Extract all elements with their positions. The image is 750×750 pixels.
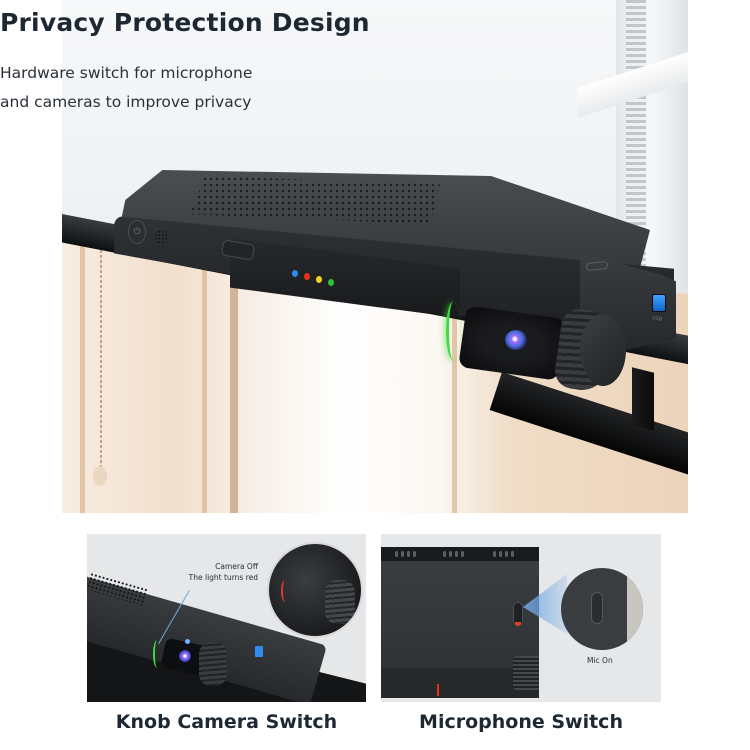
zoom-detail-circle xyxy=(561,568,643,650)
camera-knob-face xyxy=(580,314,626,386)
red-status-ring xyxy=(281,580,289,602)
curtain-stripe xyxy=(202,240,207,513)
vent-slot xyxy=(499,551,502,557)
webcam-device: ⏻ USB xyxy=(110,170,676,431)
microphone-holes-icon xyxy=(154,230,168,244)
vent-slot xyxy=(461,551,464,557)
led-yellow-icon xyxy=(316,276,322,283)
mic-switch-red-indicator xyxy=(515,622,521,626)
camera-status-ring xyxy=(153,640,161,668)
camera-knob xyxy=(325,580,355,624)
device-vents xyxy=(381,547,539,561)
zoom-detail-circle xyxy=(267,542,363,638)
red-indicator-line xyxy=(437,684,439,696)
mic-switch xyxy=(591,592,603,624)
vent-slot xyxy=(455,551,458,557)
power-icon: ⏻ xyxy=(128,220,146,244)
subtitle-line-1: Hardware switch for microphone xyxy=(0,64,253,82)
curtain-stripe xyxy=(452,240,457,513)
caption-microphone-switch: Microphone Switch xyxy=(419,711,623,733)
vent-slot xyxy=(395,551,398,557)
camera-status-ring xyxy=(446,302,460,360)
callout-anchor-dot xyxy=(185,639,190,644)
vent-slot xyxy=(401,551,404,557)
speaker-grille xyxy=(190,176,440,224)
curtain-stripe xyxy=(80,240,85,513)
camera-knob xyxy=(199,642,227,686)
vent-slot xyxy=(449,551,452,557)
subtitle-line-2: and cameras to improve privacy xyxy=(0,93,252,111)
camera-knob xyxy=(513,656,539,690)
knob-camera-switch-panel: Camera Off The light turns red xyxy=(87,534,366,702)
callout-camera-off: Camera Off xyxy=(215,562,258,571)
led-blue-icon xyxy=(292,270,298,277)
camera-lens-icon xyxy=(505,330,527,350)
vent-slot xyxy=(407,551,410,557)
vent-slot xyxy=(413,551,416,557)
vent-slot xyxy=(443,551,446,557)
led-green-icon xyxy=(328,279,334,286)
mounting-clip xyxy=(632,367,654,431)
blind-cord xyxy=(100,250,102,470)
curtain-stripe xyxy=(230,240,238,513)
caption-knob-camera-switch: Knob Camera Switch xyxy=(115,711,338,733)
blind-cord-bead xyxy=(93,466,107,486)
microphone-switch-panel: Mic On xyxy=(381,534,661,702)
page-title: Privacy Protection Design xyxy=(0,8,370,37)
callout-mic-on: Mic On xyxy=(587,656,613,665)
callout-light-red: The light turns red xyxy=(188,573,258,582)
vent-slot xyxy=(493,551,496,557)
device-edge xyxy=(627,568,643,650)
camera-lens-icon xyxy=(179,650,191,662)
device-lower-edge xyxy=(381,668,539,698)
vent-slot xyxy=(511,551,514,557)
usb-port-icon xyxy=(255,646,263,657)
led-red-icon xyxy=(304,273,310,280)
usb-label: USB xyxy=(651,315,663,323)
usb-port-icon xyxy=(652,294,666,312)
vent-slot xyxy=(505,551,508,557)
hero-product-photo: ⏻ USB xyxy=(62,0,688,513)
